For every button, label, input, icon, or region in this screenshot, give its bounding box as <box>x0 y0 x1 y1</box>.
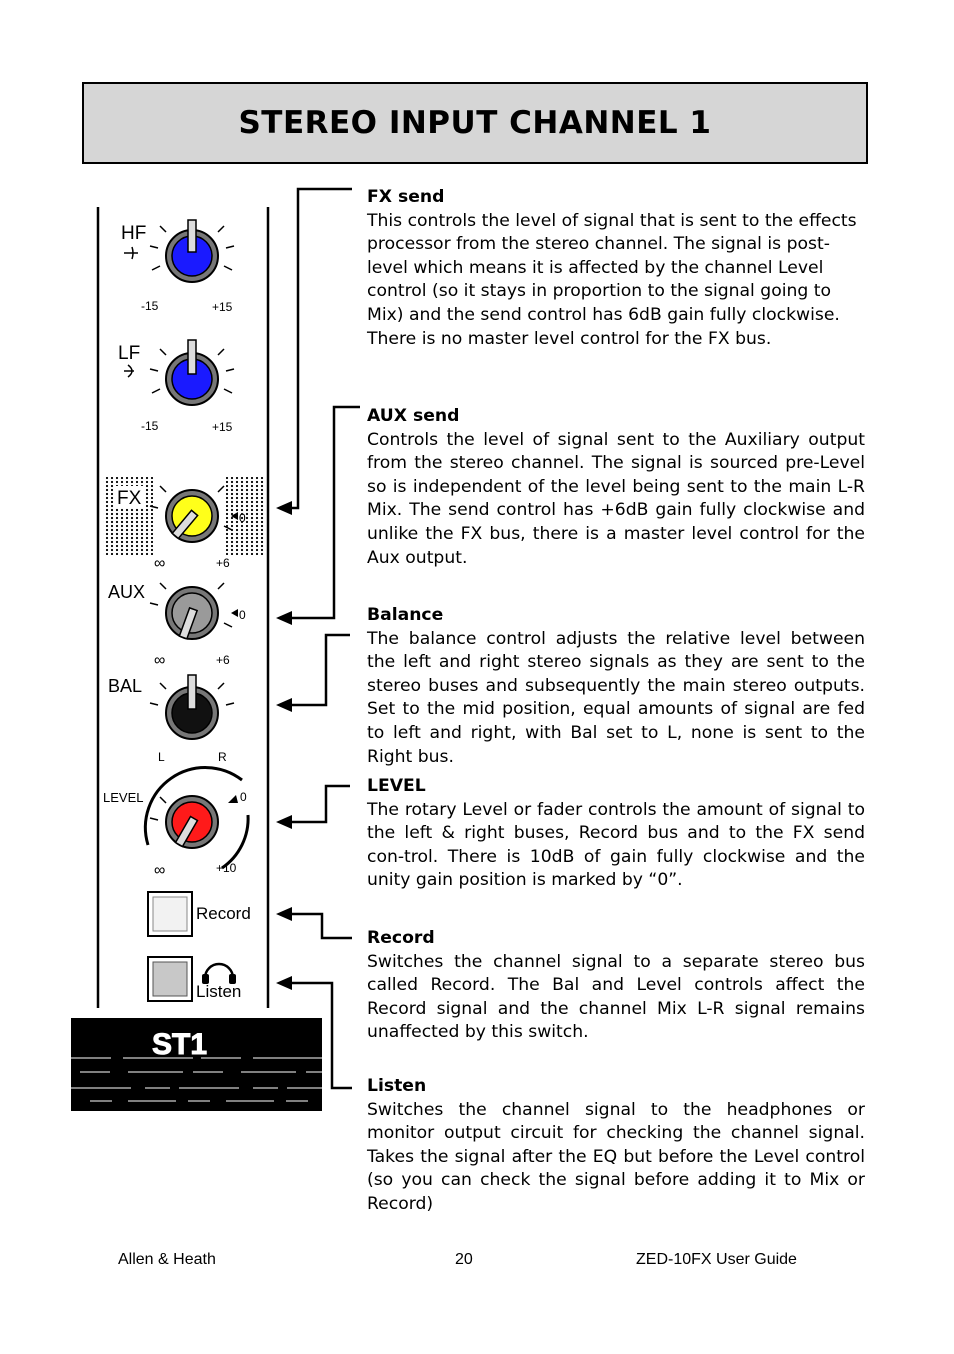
record-text: Switches the channel signal to a separat… <box>367 951 865 1045</box>
lf-shelf-icon <box>124 365 134 377</box>
level-zero-label: 0 <box>240 790 247 804</box>
record-label: Record <box>196 904 251 923</box>
aux-send-heading: AUX send <box>367 405 865 429</box>
balance-callout <box>290 635 350 705</box>
page-number: 20 <box>455 1251 473 1269</box>
bal-right-label: R <box>218 750 227 764</box>
callout-arrowheads <box>276 501 292 990</box>
aux-zero-label: 0 <box>239 608 246 622</box>
level-unity-marker <box>228 795 238 803</box>
callout-lines <box>290 189 360 1088</box>
record-heading: Record <box>367 927 865 951</box>
hf-knob[interactable] <box>166 220 218 282</box>
hf-label: HF <box>121 223 146 244</box>
fx-callout <box>290 189 352 508</box>
aux-send-knob[interactable] <box>166 587 218 639</box>
hf-max-label: +15 <box>212 300 233 314</box>
footer-right: ZED-10FX User Guide <box>636 1251 797 1269</box>
level-min-label: ∞ <box>154 862 165 879</box>
aux-max-label: +6 <box>216 653 230 667</box>
listen-label: Listen <box>196 982 241 1001</box>
balance-text: The balance control adjusts the relative… <box>367 628 865 770</box>
aux-send-text: Controls the level of signal sent to the… <box>367 429 865 571</box>
balance-heading: Balance <box>367 604 865 628</box>
bal-label: BAL <box>108 676 142 696</box>
listen-text: Switches the channel signal to the headp… <box>367 1099 865 1217</box>
fx-send-knob[interactable] <box>166 490 218 542</box>
level-text: The rotary Level or fader controls the a… <box>367 799 865 893</box>
aux-send-section: AUX send Controls the level of signal se… <box>367 405 865 570</box>
record-section: Record Switches the channel signal to a … <box>367 927 865 1045</box>
fx-send-heading: FX send <box>367 186 865 210</box>
hf-min-label: -15 <box>141 299 159 313</box>
headphones-icon <box>202 964 236 984</box>
channel-badge: ST1 <box>152 1028 207 1061</box>
listen-switch[interactable] <box>148 957 192 1001</box>
level-knob[interactable] <box>145 768 248 868</box>
fx-send-text: This controls the level of signal that i… <box>367 210 865 352</box>
fx-max-label: +6 <box>216 556 230 570</box>
lf-knob[interactable] <box>166 340 218 405</box>
lf-label: LF <box>118 343 140 364</box>
aux-min-label: ∞ <box>154 652 165 669</box>
record-callout <box>290 914 352 938</box>
bal-left-label: L <box>158 750 165 764</box>
aux-label: AUX <box>108 582 145 602</box>
fx-send-section: FX send This controls the level of signa… <box>367 186 865 351</box>
level-label: LEVEL <box>103 790 143 805</box>
fx-label: FX <box>117 488 142 509</box>
balance-section: Balance The balance control adjusts the … <box>367 604 865 769</box>
level-heading: LEVEL <box>367 775 865 799</box>
fx-min-label: ∞ <box>154 555 165 572</box>
record-switch[interactable] <box>148 892 192 936</box>
level-max-label: +10 <box>216 861 237 875</box>
aux-callout <box>290 407 360 618</box>
lf-min-label: -15 <box>141 419 159 433</box>
aux-unity-marker <box>231 609 238 617</box>
footer-left: Allen & Heath <box>118 1251 216 1269</box>
level-section: LEVEL The rotary Level or fader controls… <box>367 775 865 893</box>
fx-zero-label: 0 <box>239 511 246 525</box>
level-callout <box>290 786 350 822</box>
listen-heading: Listen <box>367 1075 865 1099</box>
hf-shelf-icon <box>124 247 138 259</box>
balance-knob[interactable] <box>166 675 218 739</box>
lf-max-label: +15 <box>212 420 233 434</box>
listen-section: Listen Switches the channel signal to th… <box>367 1075 865 1217</box>
